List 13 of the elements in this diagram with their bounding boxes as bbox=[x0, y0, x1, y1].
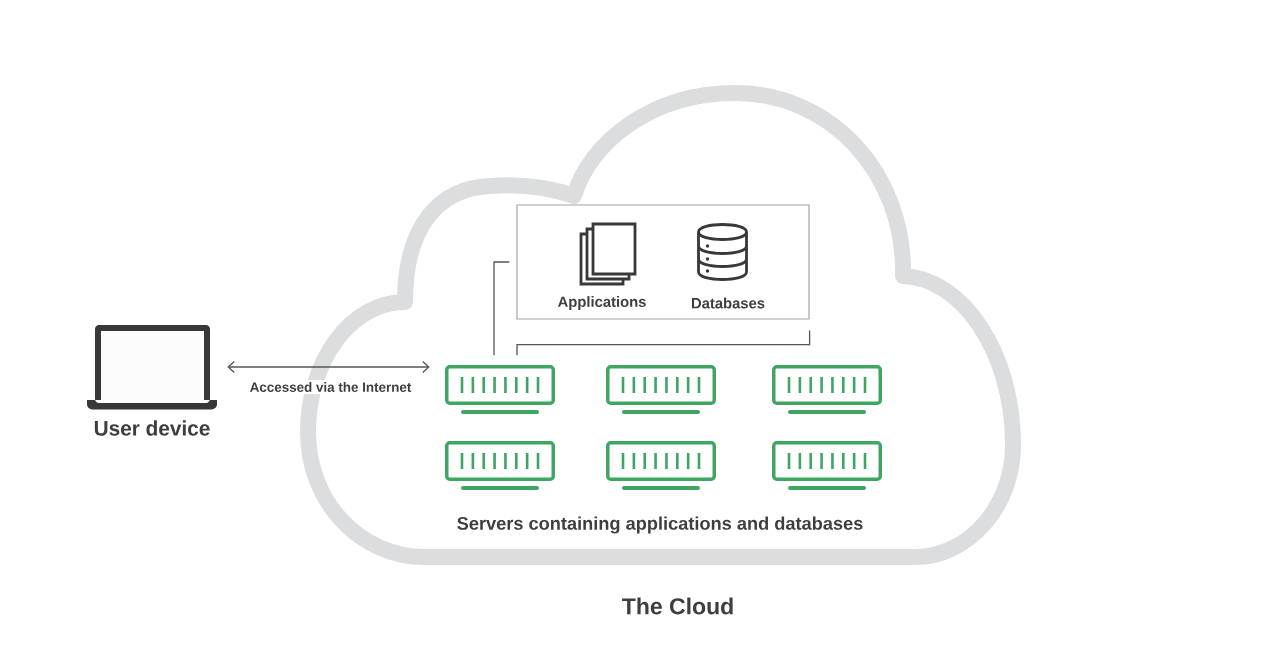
edge-label: Accessed via the Internet bbox=[247, 380, 414, 394]
caption: Servers containing applications and databases bbox=[457, 516, 863, 534]
laptop-icon bbox=[87, 325, 217, 410]
device-label: User device bbox=[94, 420, 210, 436]
server-icon bbox=[772, 365, 882, 414]
server-icon bbox=[606, 365, 716, 414]
cloud-title: The Cloud bbox=[622, 597, 733, 615]
icon-label: Databases bbox=[691, 297, 765, 309]
server-icon bbox=[445, 365, 555, 414]
server-icon bbox=[772, 441, 882, 490]
server-icon bbox=[606, 441, 716, 490]
server-icon bbox=[445, 441, 555, 490]
icon-label: Applications bbox=[558, 296, 646, 310]
